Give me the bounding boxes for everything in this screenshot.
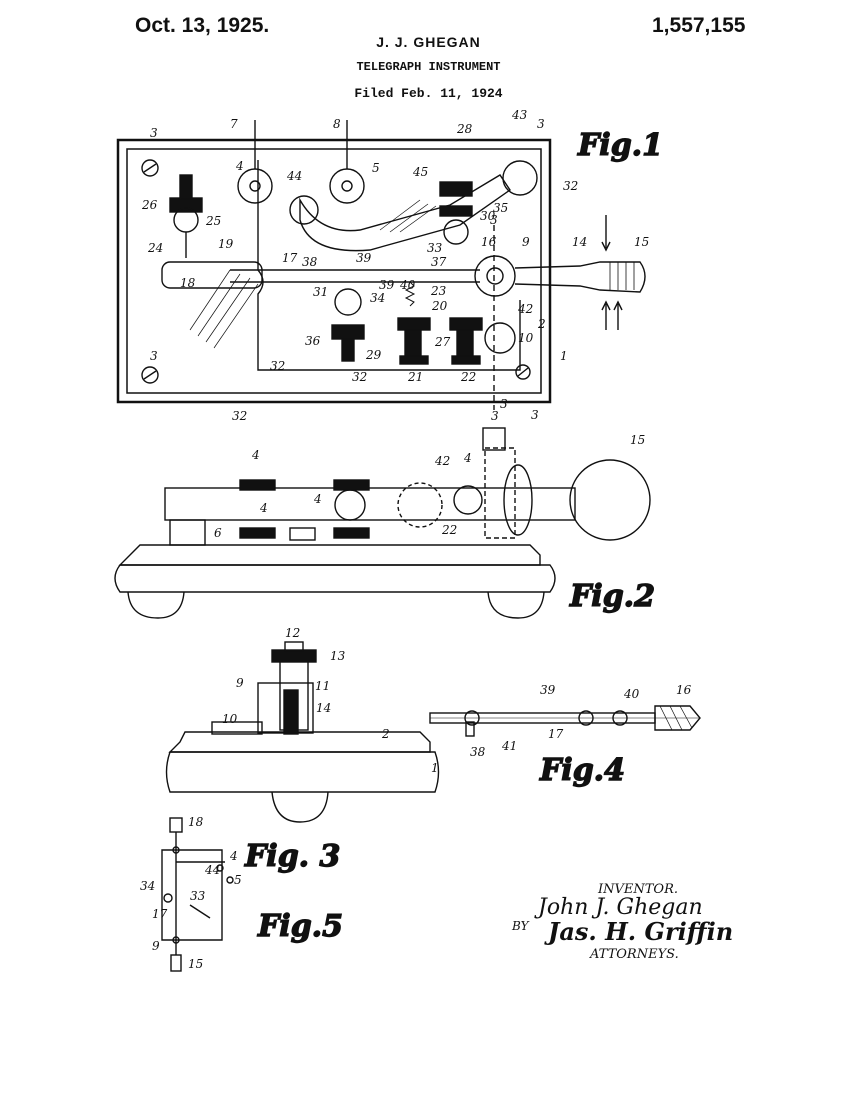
- ref-numeral: 6: [214, 526, 222, 540]
- figure-4-label: Fig.4: [539, 753, 625, 788]
- ref-numeral: 33: [190, 889, 206, 903]
- ref-numeral: 23: [430, 284, 447, 298]
- ref-numeral: 38: [470, 745, 486, 759]
- ref-numeral: 16: [676, 683, 692, 697]
- ref-numeral: 42: [434, 454, 450, 468]
- ref-numeral: 38: [302, 255, 318, 269]
- ref-numeral: 12: [285, 626, 300, 640]
- figure-2-label: Fig.2: [569, 579, 655, 614]
- ref-numeral: 14: [572, 235, 587, 249]
- ref-numeral: 3: [150, 349, 158, 363]
- by-label: BY: [511, 919, 530, 933]
- ref-numeral: 45: [412, 165, 428, 179]
- ref-numeral: 3: [531, 408, 539, 422]
- ref-numeral: 44: [286, 169, 302, 183]
- ref-numeral: 32: [232, 409, 247, 423]
- ref-numeral: 34: [140, 879, 155, 893]
- ref-numeral: 1: [560, 349, 568, 363]
- ref-numeral: 17: [282, 251, 298, 265]
- ref-numeral: 15: [634, 235, 649, 249]
- ref-numeral: 2: [537, 317, 546, 331]
- ref-numeral: 31: [313, 285, 328, 299]
- figure-3-drawing: [167, 642, 439, 822]
- ref-numeral: 4: [251, 448, 260, 462]
- ref-numeral: 25: [205, 214, 221, 228]
- ref-numeral: 15: [188, 957, 203, 971]
- ref-numeral: 17: [548, 727, 564, 741]
- ref-numeral: 7: [230, 117, 238, 131]
- ref-numeral: 3: [491, 409, 499, 423]
- ref-numeral: 9: [152, 939, 160, 953]
- ref-numeral: 11: [315, 679, 330, 693]
- ref-numeral: 39: [379, 278, 395, 292]
- ref-numeral: 9: [522, 235, 530, 249]
- ref-numeral: 39: [540, 683, 556, 697]
- ref-numeral: 41: [501, 739, 517, 753]
- ref-numeral: 17: [152, 907, 168, 921]
- ref-numeral: 13: [330, 649, 346, 663]
- ref-numeral: 20: [431, 299, 448, 313]
- ref-numeral: 34: [370, 291, 385, 305]
- ref-numeral: 4: [235, 159, 244, 173]
- ref-numeral: 16: [481, 235, 497, 249]
- ref-numeral: 22: [441, 523, 457, 537]
- ref-numeral: 4: [229, 849, 238, 863]
- ref-numeral: 33: [427, 241, 443, 255]
- ref-numeral: 4: [313, 492, 322, 506]
- ref-numeral: 40: [399, 278, 416, 292]
- ref-numeral: 43: [511, 108, 528, 122]
- ref-numeral: 29: [365, 348, 382, 362]
- ref-numeral: 2: [381, 727, 390, 741]
- ref-numeral: 3: [537, 117, 545, 131]
- ref-numeral: 8: [333, 117, 341, 131]
- attorney-signature: Jas. H. Griffin: [544, 917, 733, 946]
- ref-numeral: 5: [234, 873, 242, 887]
- ref-numeral: 18: [180, 276, 196, 290]
- ref-numeral: 42: [517, 302, 533, 316]
- attorneys-label: ATTORNEYS.: [589, 947, 679, 962]
- ref-numeral: 19: [218, 237, 234, 251]
- ref-numeral: 10: [222, 712, 238, 726]
- figure-1-label: Fig.1: [577, 128, 663, 163]
- figure-3-label: Fig. 3: [244, 839, 340, 874]
- ref-numeral: 9: [236, 676, 244, 690]
- ref-numeral: 10: [518, 331, 534, 345]
- ref-numeral: 22: [460, 370, 476, 384]
- ref-numeral: 32: [352, 370, 367, 384]
- ref-numeral: 27: [434, 335, 451, 349]
- ref-numeral: 4: [463, 451, 472, 465]
- ref-numeral: 39: [356, 251, 372, 265]
- ref-numeral: 44: [204, 863, 220, 877]
- ref-numeral: 5: [372, 161, 380, 175]
- ref-numeral: 36: [305, 334, 321, 348]
- ref-numeral: 24: [147, 241, 163, 255]
- ref-numeral: 3: [500, 397, 508, 411]
- ref-numeral: 3: [150, 126, 158, 140]
- ref-numeral: 32: [563, 179, 578, 193]
- ref-numeral: 26: [141, 198, 158, 212]
- figure-1-drawing: [118, 120, 645, 410]
- ref-numeral: 18: [188, 815, 204, 829]
- ref-numeral: 15: [630, 433, 645, 447]
- ref-numeral: 14: [316, 701, 331, 715]
- ref-numeral: 21: [407, 370, 423, 384]
- figure-4-drawing: [430, 706, 700, 736]
- ref-numeral: 35: [493, 201, 508, 215]
- ref-numeral: 4: [259, 501, 268, 515]
- figure-5-label: Fig.5: [257, 909, 343, 944]
- ref-numeral: 32: [270, 359, 285, 373]
- ref-numeral: 1: [431, 761, 439, 775]
- ref-numeral: 40: [623, 687, 640, 701]
- ref-numeral: 28: [456, 122, 473, 136]
- ref-numeral: 37: [431, 255, 447, 269]
